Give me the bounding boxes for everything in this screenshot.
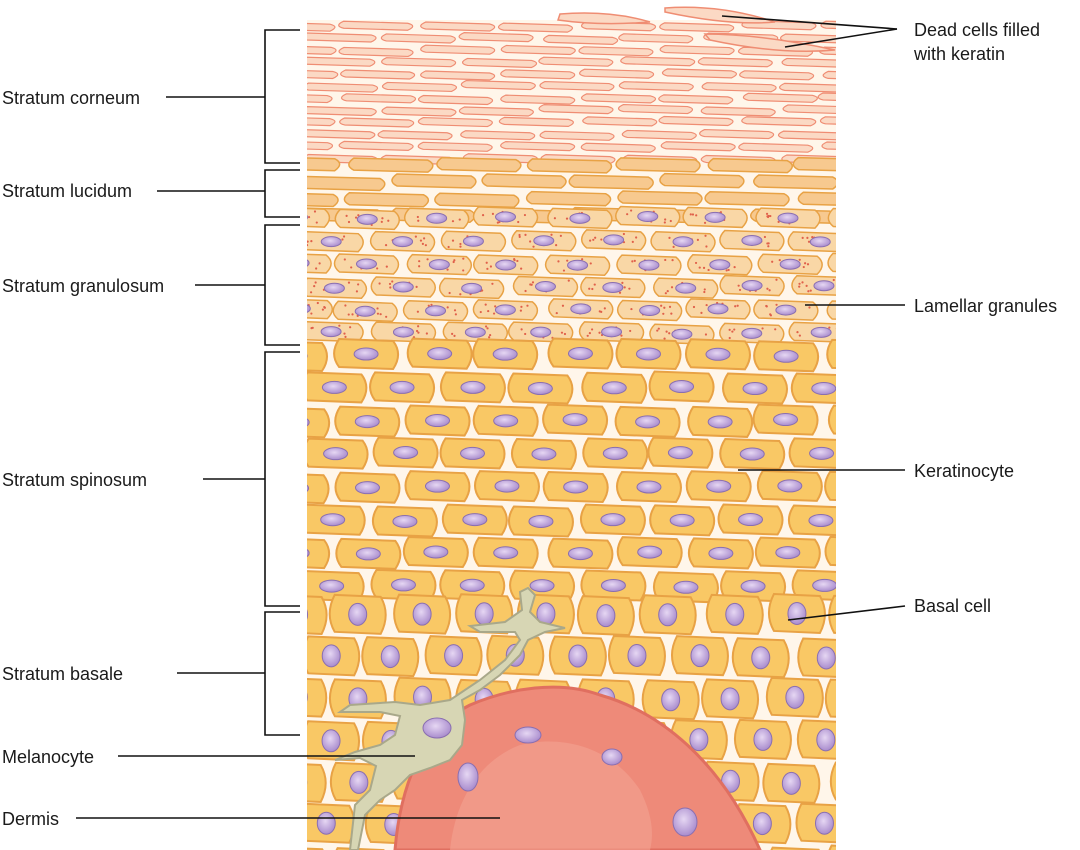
label-dead-cells-line2: with keratin [913,44,1005,64]
bracket-corneum [264,29,300,164]
tissue-illustration [307,20,836,850]
label-stratum-lucidum: Stratum lucidum [2,181,132,201]
bracket-granulosum [264,224,300,346]
dermis-papilla [393,685,762,850]
label-dead-cells-line1: Dead cells filled [914,20,1040,40]
right-leader-lines [721,15,906,621]
stratum-corneum-cells [307,20,836,166]
label-stratum-corneum: Stratum corneum [2,88,140,108]
stratum-granulosum-cells [307,205,836,346]
label-lamellar-granules: Lamellar granules [914,296,1057,316]
label-stratum-granulosum: Stratum granulosum [2,276,164,296]
bracket-spinosum [264,351,300,607]
label-melanocyte: Melanocyte [2,747,94,767]
layer-brackets [76,29,500,819]
label-basal-cell: Basal cell [914,596,991,616]
label-stratum-basale: Stratum basale [2,664,123,684]
bracket-lucidum [264,169,300,218]
label-dermis: Dermis [2,809,59,829]
label-stratum-spinosum: Stratum spinosum [2,470,147,490]
stratum-spinosum-cells [307,337,836,604]
label-keratinocyte: Keratinocyte [914,461,1014,481]
shed-dead-cells [557,6,836,52]
melanocyte-cell [334,586,566,850]
bracket-basale [264,611,300,736]
